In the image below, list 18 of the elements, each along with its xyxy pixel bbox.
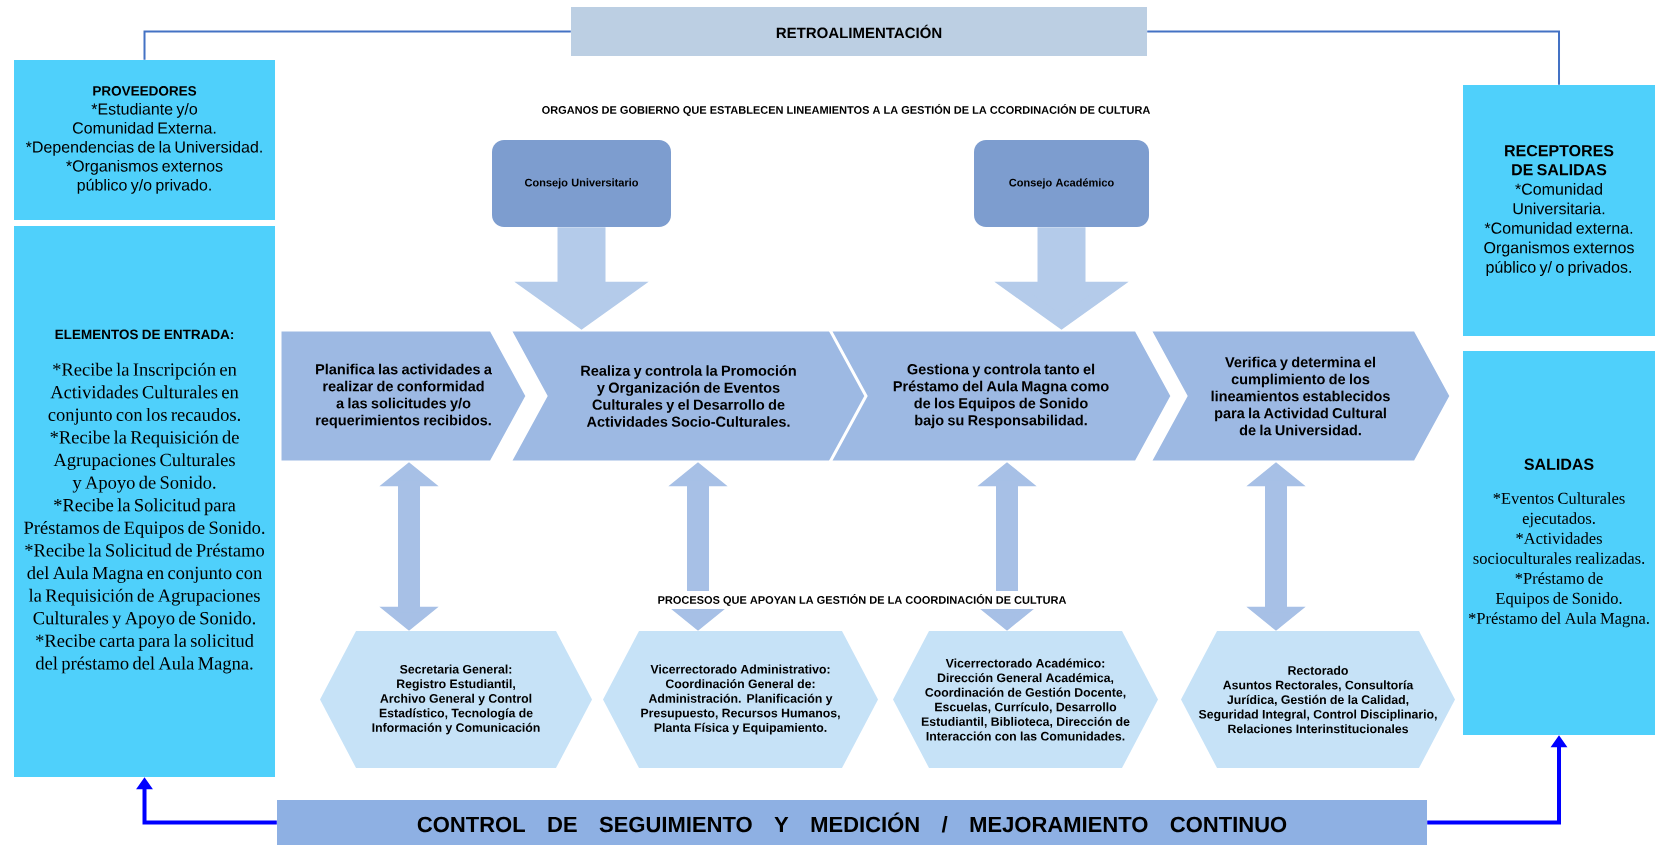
process-step: Gestiona y controla tanto el Préstamo del Aula Magna como de los Equipos de Sonido bajo su Responsabilidad. (827, 328, 1174, 464)
control-bar: CONTROL DE SEGUIMIENTO Y MEDICIÓN / MEJORAMIENTO CONTINUO (277, 800, 1427, 845)
support-hexagon: Secretaria General: Registro Estudiantil, Archivo General y Control Estadístico, Tecnología de Información y Comunicación (320, 631, 592, 768)
receiver-box: RECEPTORES DE SALIDAS *Comunidad Universitaria. *Comunidad externa. Organismos externos público y/ o privados. (1463, 85, 1655, 336)
support-hexagon: Rectorado Asuntos Rectorales, Consultoría Jurídica, Gestión de la Calidad, Seguridad Integral, Control Disciplinario, Relaciones Interinstitucionales (1181, 631, 1455, 768)
supplier-box: PROVEEDORES *Estudiante y/o Comunidad Externa. *Dependencias de la Universidad. *Organismos externos público y/o privado. (14, 60, 275, 220)
support-hexagon: Vicerrectorado Administrativo: Coordinación General de: Administración. Planificación y Presupuesto, Recursos Humanos, Planta Física y Equipamiento. (603, 631, 878, 768)
output-box: SALIDAS *Eventos Culturales ejecutados. *Actividades socioculturales realizadas. *Préstamo de Equipos de Sonido. *Préstamo del Aula Magna. (1463, 351, 1655, 735)
section-heading: ORGANOS DE GOBIERNO QUE ESTABLECEN LINEAMIENTOS A LA GESTIÓN DE LA CCORDINACIÓN DE CULTURA (542, 104, 1151, 116)
section-heading: PROCESOS QUE APOYAN LA GESTIÓN DE LA COORDINACIÓN DE CULTURA (653, 591, 1071, 609)
input-box: ELEMENTOS DE ENTRADA: *Recibe la Inscripción en Actividades Culturales en conjunto con los recaudos. *Recibe la Requisición de Agrupaciones Culturales y Apoyo de Sonido. *Recibe la Solicitud para Préstamos de Equipos de Sonido. *Recibe la Solicitud de Préstamo del Aula Magna en conjunto con la Requisición de Agrupaciones Culturales y Apoyo de Sonido. *Recibe carta para la solicitud del préstamo del Aula Magna. (14, 226, 275, 777)
process-step: Planifica las actividades a realizar de conformidad a las solicitudes y/o requerimientos recibidos. (278, 328, 529, 464)
feedback-banner: RETROALIMENTACIÓN (571, 7, 1147, 56)
council-box: Consejo Universitario (492, 140, 671, 227)
connector-line (1146, 30, 1560, 86)
support-hexagon: Vicerrectorado Académico: Dirección General Académica, Coordinación de Gestión Docente, Escuelas, Currículo, Desarrollo Estudiantil, Biblioteca, Dirección de Interacción con las Comunidades. (893, 631, 1158, 768)
connector-line (143, 30, 572, 61)
council-box: Consejo Académico (974, 140, 1149, 227)
